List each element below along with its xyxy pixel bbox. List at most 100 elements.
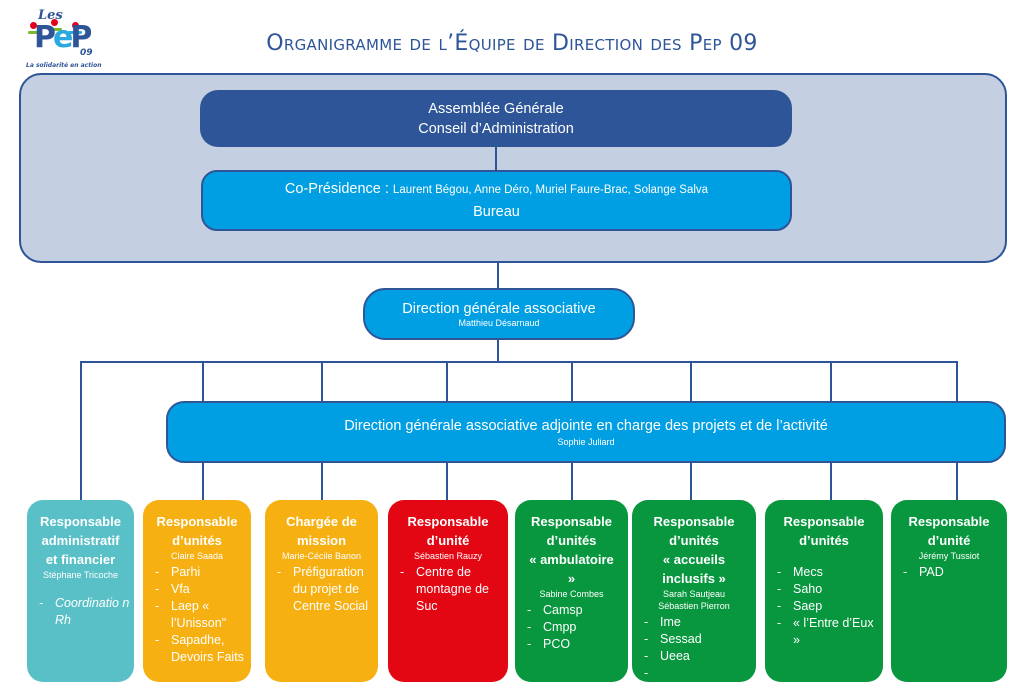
logo-brand: PeP	[34, 20, 92, 55]
logo-blue-arc-icon	[68, 31, 82, 34]
bullet-dash-icon: -	[644, 615, 649, 629]
unit-person: Sébastien Rauzy	[413, 551, 483, 561]
unit-item-list: -Coordinatio n Rh	[31, 595, 130, 629]
unit-item-text: PAD	[919, 565, 944, 579]
connector-line	[497, 261, 499, 288]
unit-heading: inclusifs »	[662, 571, 726, 586]
unit-item: -Saep	[777, 598, 879, 615]
unit-person: Marie-Cécile Banon	[281, 551, 362, 561]
unit-person: Stéphane Tricoche	[42, 570, 119, 580]
bullet-dash-icon: -	[527, 620, 532, 634]
governance-panel	[19, 73, 1007, 263]
unit-item-text: Ueea	[660, 649, 690, 663]
bullet-dash-icon: -	[155, 599, 160, 613]
unit-item-text: Coordinatio n Rh	[55, 596, 130, 627]
direction-generale-box: Direction générale associative Matthieu …	[363, 288, 635, 340]
bullet-dash-icon: -	[777, 616, 782, 630]
copresidence-label: Co-Présidence :	[284, 181, 393, 197]
unit-heading: d’unités	[172, 533, 222, 548]
assembly-title: Assemblée Générale	[428, 100, 564, 117]
unit-item-text: Sapadhe, Devoirs Faits	[171, 633, 244, 664]
unit-item: -PAD	[903, 564, 1003, 581]
bullet-dash-icon: -	[644, 632, 649, 646]
unit-heading: Chargée de	[286, 514, 357, 529]
unit-heading: et financier	[45, 552, 116, 567]
unit-heading: d’unités	[669, 533, 719, 548]
logo-red-dot-icon	[72, 22, 79, 29]
bullet-dash-icon: -	[39, 596, 44, 610]
direction-generale-person: Matthieu Désarnaud	[458, 317, 540, 328]
connector-bus-line	[80, 361, 958, 363]
unit-heading: Responsable	[908, 514, 990, 529]
unit-item-text: Camsp	[543, 603, 583, 617]
unit-item-list: -Ime-Sessad-Ueea-	[636, 614, 752, 680]
unit-item-list: -Préfiguration du projet de Centre Socia…	[269, 564, 374, 615]
copresidence-line: Co-Présidence : Laurent Bégou, Anne Déro…	[285, 178, 708, 201]
unit-heading: d’unités	[799, 533, 849, 548]
bullet-dash-icon: -	[400, 565, 405, 579]
unit-item-text: Ime	[660, 615, 681, 629]
unit-item-list: -Parhi-Vfa-Laep « l’Unisson"-Sapadhe, De…	[147, 564, 247, 666]
unit-heading: Responsable	[783, 514, 865, 529]
unit-item: -Cmpp	[527, 619, 624, 636]
unit-heading: »	[567, 571, 576, 586]
unit-person: Sarah Sautjeau	[662, 589, 726, 599]
unit-item-text: Saep	[793, 599, 823, 613]
unit-item-list: -Camsp-Cmpp-PCO	[519, 602, 624, 653]
unit-person: Claire Saada	[170, 551, 224, 561]
unit-heading: « accueils	[662, 552, 726, 567]
unit-heading: mission	[296, 533, 347, 548]
bullet-dash-icon: -	[155, 582, 160, 596]
unit-item: -Camsp	[527, 602, 624, 619]
unit-item-text: Laep « l’Unisson"	[171, 599, 227, 630]
unit-person: Jérémy Tussiot	[918, 551, 980, 561]
unit-item: -Sessad	[644, 631, 752, 648]
unit-person: Sébastien Pierron	[658, 601, 730, 611]
unit-item-text: Saho	[793, 582, 823, 596]
unit-item-list: -PAD	[895, 564, 1003, 581]
bullet-dash-icon: -	[155, 565, 160, 579]
unit-heading: d’unités	[546, 533, 597, 548]
unit-heading: Responsable	[531, 514, 612, 529]
unit-item: -Coordinatio n Rh	[39, 595, 130, 629]
connector-line	[495, 147, 497, 170]
bullet-dash-icon: -	[527, 603, 532, 617]
bullet-dash-icon: -	[777, 582, 782, 596]
bullet-dash-icon: -	[777, 565, 782, 579]
unit-item-text: Préfiguration du projet de Centre Social	[293, 565, 369, 613]
unit-item: -Vfa	[155, 581, 247, 598]
unit-item: -Saho	[777, 581, 879, 598]
direction-adjointe-box: Direction générale associative adjointe …	[166, 401, 1006, 463]
unit-item: -Ueea	[644, 648, 752, 665]
bullet-dash-icon: -	[644, 649, 649, 663]
unit-item: -PCO	[527, 636, 624, 653]
logo-tagline: La solidarité en action	[26, 62, 102, 69]
council-title: Conseil d’Administration	[418, 120, 574, 137]
logo-red-dot-icon	[30, 22, 37, 29]
unit-item-text: « l’Entre d’Eux »	[793, 616, 874, 647]
bullet-dash-icon: -	[644, 666, 649, 680]
unit-item: -Mecs	[777, 564, 879, 581]
unit-item-list: -Centre de montagne de Suc	[392, 564, 504, 615]
direction-generale-title: Direction générale associative	[402, 300, 596, 317]
unit-item-text: Cmpp	[543, 620, 577, 634]
unit-heading: Responsable	[156, 514, 238, 529]
bullet-dash-icon: -	[777, 599, 782, 613]
direction-adjointe-person: Sophie Juliard	[557, 437, 615, 447]
unit-item: -Parhi	[155, 564, 247, 581]
unit-item: -Centre de montagne de Suc	[400, 564, 504, 615]
pep-logo: Les PeP 09 La solidarité en action	[24, 6, 102, 69]
direction-adjointe-title: Direction générale associative adjointe …	[344, 418, 828, 434]
connector-line	[497, 340, 499, 363]
unit-heading: d’unité	[426, 533, 470, 548]
copresidence-names: Laurent Bégou, Anne Déro, Muriel Faure-B…	[392, 184, 709, 196]
unit-item-text: Sessad	[660, 632, 702, 646]
copresidence-box: Co-Présidence : Laurent Bégou, Anne Déro…	[201, 170, 792, 231]
bullet-dash-icon: -	[903, 565, 908, 579]
